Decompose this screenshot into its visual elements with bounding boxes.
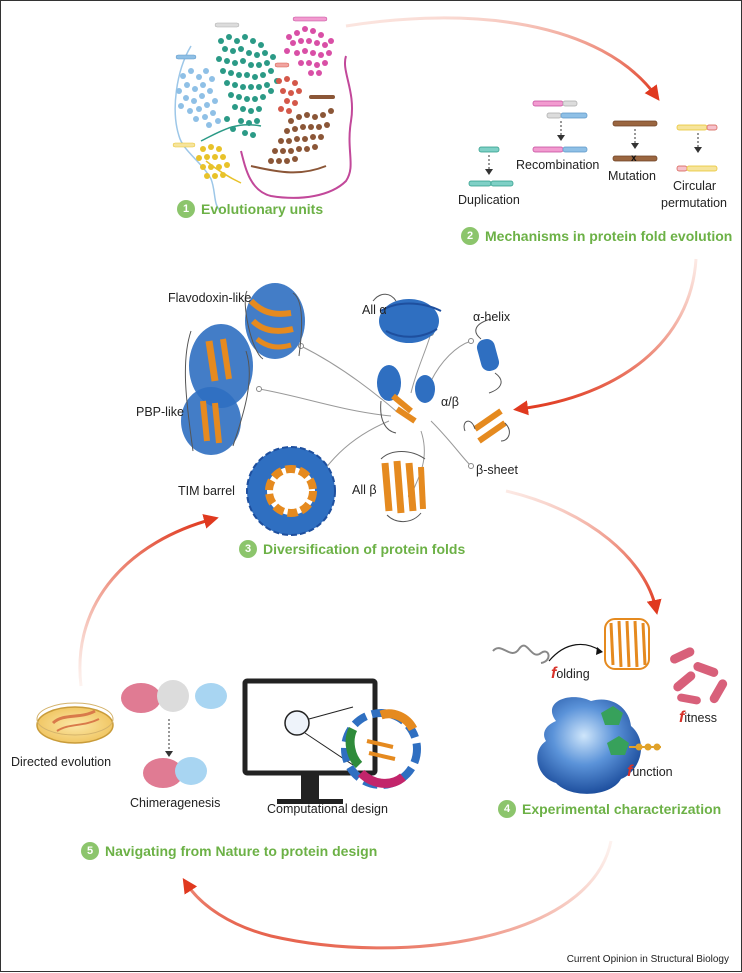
label-chimeragenesis: Chimeragenesis [130,796,221,810]
label-folding: folding [551,665,590,683]
label-flavodoxin: Flavodoxin-like [168,291,252,305]
all-beta-structure [380,451,426,522]
step-2: 2 Mechanisms in protein fold evolution [461,227,732,245]
beta-sheet-structure [463,408,510,444]
label-pbp: PBP-like [136,405,184,419]
step-1-badge: 1 [177,200,195,218]
step-3-badge: 3 [239,540,257,558]
pbp-structure [181,324,253,455]
folding-f: f [551,665,557,682]
label-all-beta: All β [352,483,377,497]
step-1: 1 Evolutionary units [177,200,323,218]
folding-rest: olding [556,667,590,681]
label-computational-design: Computational design [267,802,388,816]
designed-protein [341,709,421,789]
label-tim-barrel: TIM barrel [178,484,235,498]
bacteria-cells [670,647,728,705]
label-circular: Circular [673,179,717,193]
flavodoxin-structure [244,283,305,360]
label-mutation: Mutation [608,169,656,183]
label-beta-sheet: β-sheet [476,463,518,477]
step-3: 3 Diversification of protein folds [239,540,465,558]
step-2-badge: 2 [461,227,479,245]
label-permutation: permutation [661,196,728,210]
label-duplication: Duplication [458,193,520,207]
experimental-illustration [492,618,728,794]
step-4: 4 Experimental characterization [498,800,721,818]
alpha-beta-structure [377,365,435,434]
fitness-f: f [679,709,685,726]
label-directed-evolution: Directed evolution [11,755,112,769]
step-5-title: Navigating from Nature to protein design [105,843,378,859]
step-1-title: Evolutionary units [201,201,324,217]
mechanisms-illustration: x [468,100,718,187]
label-fitness: fitness [679,709,717,727]
arrow-1-to-2 [345,16,660,101]
step-4-badge: 4 [498,800,516,818]
design-illustration [36,678,421,804]
petri-dish [36,702,114,744]
fitness-rest: itness [684,711,717,725]
function-rest: unction [632,765,673,779]
tim-barrel-structure [246,446,336,536]
journal-credit: Current Opinion in Structural Biology [566,954,729,965]
step-5-badge: 5 [81,842,99,860]
all-alpha-structure [372,293,442,343]
function-f: f [627,763,633,780]
step-4-title: Experimental characterization [522,801,722,817]
chimera-bottom [143,757,207,788]
chimera-top [121,680,227,713]
evolutionary-units-illustration [172,16,353,212]
computer-monitor [242,678,378,804]
label-all-alpha: All α [362,303,387,317]
label-recombination: Recombination [516,158,600,172]
label-function: function [627,763,673,781]
svg-text:x: x [631,153,637,164]
step-5: 5 Navigating from Nature to protein desi… [81,842,377,860]
step-3-title: Diversification of protein folds [263,541,466,557]
label-alpha-beta: α/β [441,395,459,409]
label-alpha-helix: α-helix [473,310,511,324]
protein-surface-blob [537,697,661,794]
arrow-4-to-5 [182,840,613,950]
arrow-5-to-3 [78,514,219,687]
beta-barrel-structure [604,618,650,670]
arrow-3-to-4 [505,489,662,615]
arrow-2-to-3 [513,258,698,416]
alpha-helix-structure [475,318,502,394]
step-2-title: Mechanisms in protein fold evolution [485,228,733,244]
protein-folds-illustration [181,283,510,536]
